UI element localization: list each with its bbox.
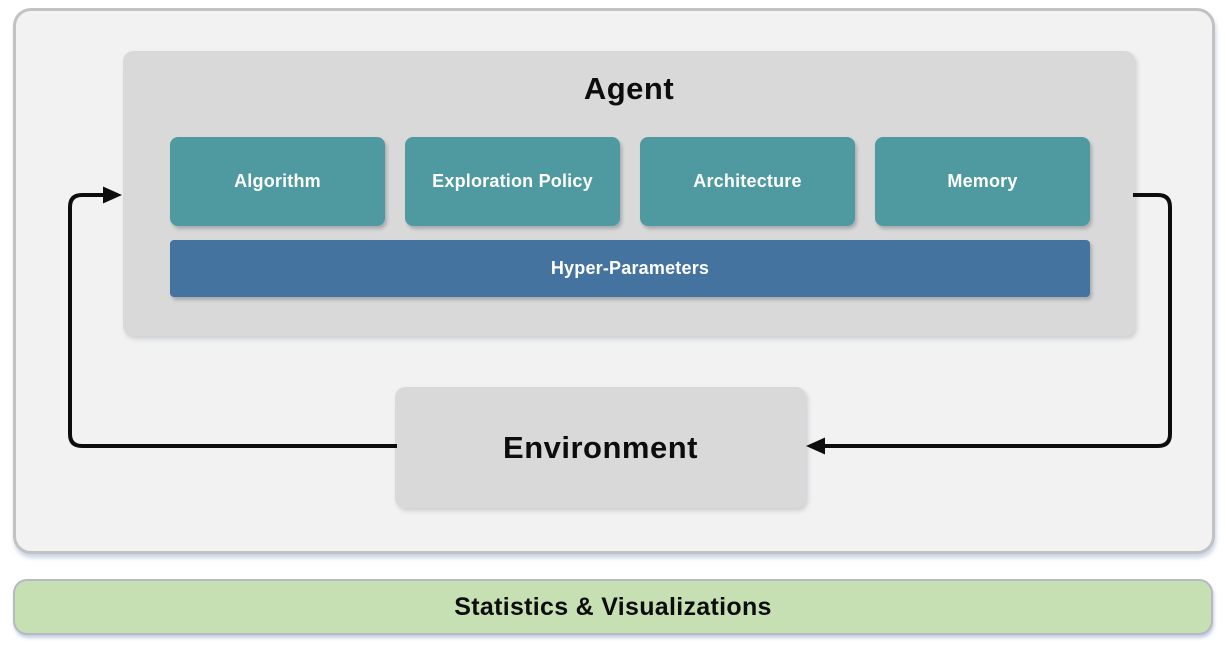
environment-box: Environment [395, 387, 806, 508]
component-exploration-policy: Exploration Policy [405, 137, 620, 226]
component-algorithm: Algorithm [170, 137, 385, 226]
agent-components-row: Algorithm Exploration Policy Architectur… [170, 137, 1090, 226]
rl-loop-panel: Agent Algorithm Exploration Policy Archi… [13, 8, 1215, 554]
component-memory: Memory [875, 137, 1090, 226]
component-architecture: Architecture [640, 137, 855, 226]
statistics-visualizations-bar: Statistics & Visualizations [13, 579, 1213, 635]
agent-box: Agent Algorithm Exploration Policy Archi… [123, 51, 1135, 336]
hyper-parameters-bar: Hyper-Parameters [170, 240, 1090, 297]
agent-title: Agent [583, 71, 675, 106]
